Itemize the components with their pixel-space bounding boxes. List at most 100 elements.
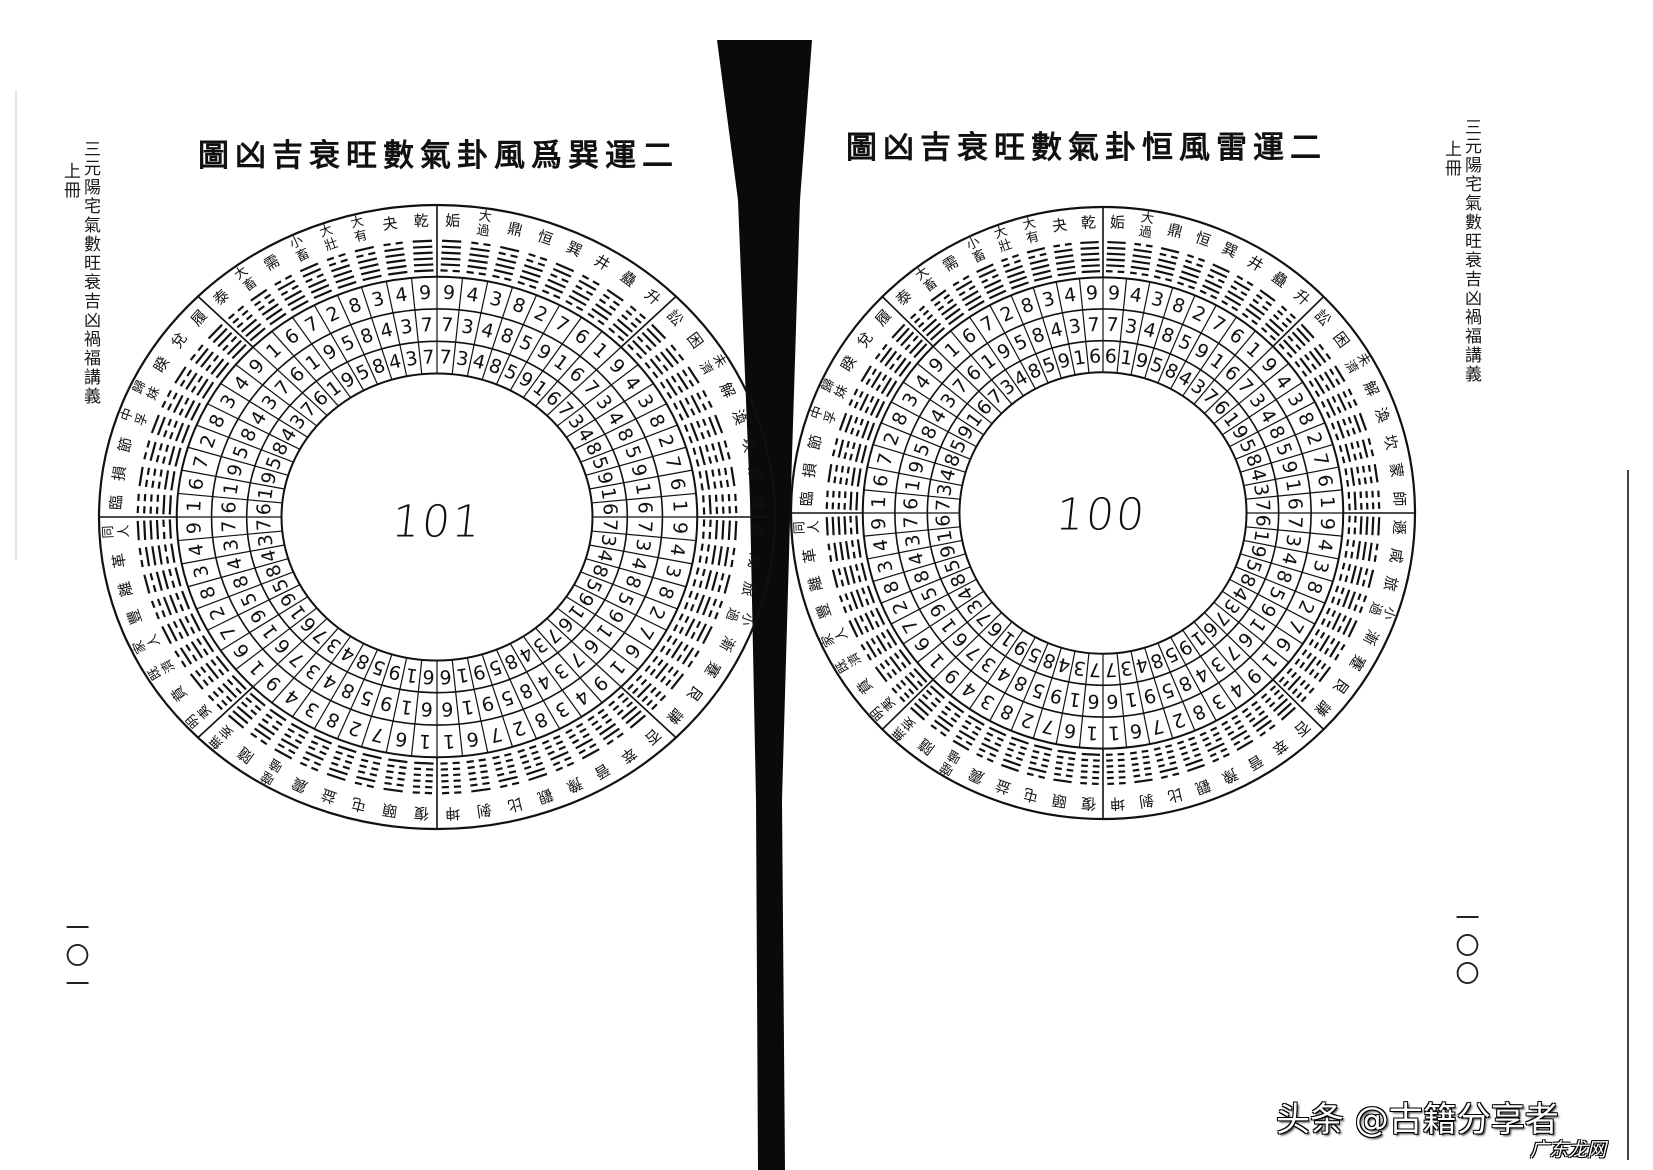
hexagram-name-char: 隨 bbox=[915, 735, 938, 758]
hexagram-yang-line bbox=[708, 416, 718, 436]
hexagram-yin-line bbox=[886, 641, 893, 649]
ring-digit-outer-ring: 4 bbox=[1128, 284, 1143, 308]
hexagram-yin-line bbox=[1335, 378, 1341, 386]
hexagram-yin-line bbox=[1194, 752, 1202, 758]
hexagram-yin-line bbox=[261, 718, 269, 724]
hexagram-yang-line bbox=[1313, 347, 1327, 364]
hexagram-yang-line bbox=[1054, 248, 1073, 254]
hexagram-yin-line bbox=[250, 732, 258, 739]
ring-digit-outer-ring: 9 bbox=[1316, 517, 1339, 530]
hexagram-yin-line bbox=[179, 603, 185, 612]
ring-digit-middle-ring: 1 bbox=[1281, 478, 1305, 493]
hexagram-name-char: 漸 bbox=[1360, 627, 1383, 648]
hexagram-yang-line bbox=[1268, 318, 1285, 333]
hexagram-name-char: 節 bbox=[115, 436, 136, 455]
hexagram-yin-line bbox=[541, 289, 550, 295]
ring-digit-outer-ring: 4 bbox=[1313, 538, 1337, 553]
ring-digit-middle-ring: 1 bbox=[977, 349, 1000, 374]
hexagram-yang-line bbox=[1371, 516, 1375, 536]
hexagram-yin-line bbox=[670, 344, 677, 352]
hexagram-name: 晉 bbox=[1244, 751, 1266, 774]
hexagram-name: 訟 bbox=[1311, 306, 1334, 329]
hexagram-yang-line bbox=[1308, 350, 1322, 367]
sector-divider-line bbox=[881, 296, 934, 347]
ring-digit-middle-ring: 7 bbox=[579, 376, 603, 400]
hexagram-yin-line bbox=[547, 750, 555, 756]
hexagram-yang-line bbox=[976, 263, 994, 274]
digit-cell-divider bbox=[1078, 278, 1090, 373]
hexagram-yin-line bbox=[700, 543, 704, 551]
hexagram-name-char: 革 bbox=[800, 547, 820, 564]
hexagram-yin-line bbox=[1289, 313, 1297, 320]
hexagram-yang-line bbox=[1336, 420, 1345, 439]
hexagram-yang-line bbox=[313, 289, 333, 300]
hexagram-yin-line bbox=[1344, 468, 1348, 476]
hexagram-yang-line bbox=[387, 264, 407, 270]
hexagram-yin-line bbox=[646, 699, 653, 707]
hexagram-yang-line bbox=[1130, 265, 1150, 271]
hexagram-yin-line bbox=[1330, 596, 1336, 604]
hexagram-yang-line bbox=[552, 267, 572, 278]
hexagram-yin-line bbox=[662, 364, 669, 372]
ring-digit-middle-ring: 7 bbox=[1087, 314, 1100, 337]
hexagram-yin-line bbox=[1227, 730, 1235, 736]
hexagram-name-char: 大 bbox=[1021, 216, 1037, 234]
ring-digit-middle-ring: 1 bbox=[549, 350, 572, 375]
hexagram-yang-line bbox=[884, 350, 898, 367]
hexagram-name-char: 蒙 bbox=[745, 465, 765, 482]
hexagram-yin-line bbox=[918, 305, 926, 312]
hexagram-yin-line bbox=[939, 731, 947, 737]
hexagram-name-char: 蒙 bbox=[1386, 462, 1406, 479]
hexagram-yin-line bbox=[1188, 285, 1196, 290]
hexagram-yin-line bbox=[1311, 363, 1317, 371]
digit-cell-divider bbox=[916, 601, 993, 663]
ring-digit-middle-ring: 3 bbox=[460, 315, 475, 339]
hexagram-name: 師 bbox=[1390, 491, 1409, 507]
hexagram-yin-line bbox=[840, 465, 845, 473]
hexagram-yang-line bbox=[1331, 612, 1342, 631]
hexagram-yang-line bbox=[232, 710, 249, 725]
digit-cell-divider bbox=[495, 294, 538, 385]
hexagram-yin-line bbox=[1165, 278, 1173, 282]
ring-digit-middle-ring: 3 bbox=[1281, 533, 1305, 548]
hexagram-yang-line bbox=[646, 327, 662, 344]
hexagram-yang-line bbox=[717, 441, 725, 461]
hexagram-yin-line bbox=[288, 748, 296, 755]
hexagram-name-char: 渙 bbox=[728, 407, 750, 427]
hexagram-yin-line bbox=[544, 745, 553, 751]
hexagram-name: 未濟 bbox=[696, 352, 729, 378]
left-page-number: 一〇一 bbox=[61, 915, 89, 999]
ring-digit-middle-ring: 3 bbox=[1067, 315, 1082, 339]
ring-digit-outer-ring: 2 bbox=[346, 716, 365, 741]
hexagram-yin-line bbox=[254, 704, 262, 712]
digit-cell-divider bbox=[509, 304, 561, 391]
hexagram-yin-line bbox=[869, 610, 875, 618]
hexagram-yin-line bbox=[913, 317, 921, 324]
hexagram-yang-line bbox=[1367, 569, 1375, 588]
hexagram-yin-line bbox=[466, 760, 474, 764]
hexagram-yin-line bbox=[886, 672, 893, 679]
hexagram-yin-line bbox=[1353, 604, 1358, 612]
hexagram-yin-line bbox=[1304, 683, 1311, 690]
hexagram-yang-line bbox=[859, 393, 870, 411]
hexagram-name-char: 解 bbox=[716, 380, 739, 401]
hexagram-name-char: 蠱 bbox=[1268, 268, 1291, 291]
hexagram-yang-line bbox=[1204, 279, 1223, 289]
hexagram-yin-line bbox=[933, 300, 941, 307]
hexagram-yin-line bbox=[168, 431, 174, 440]
digit-cell-divider bbox=[863, 526, 961, 537]
hexagram-yang-line bbox=[236, 705, 253, 720]
hexagram-yin-line bbox=[553, 294, 561, 300]
hexagram-yang-line bbox=[308, 278, 327, 289]
digit-cell-divider bbox=[872, 553, 966, 582]
hexagram-yin-line bbox=[958, 291, 966, 297]
hexagram-yin-line bbox=[1330, 422, 1336, 430]
hexagram-yin-line bbox=[338, 252, 346, 258]
hexagram-yang-line bbox=[265, 307, 283, 321]
hexagram-yin-line bbox=[1340, 643, 1346, 651]
hexagram-yin-line bbox=[480, 770, 488, 774]
hexagram-yin-line bbox=[1361, 579, 1366, 587]
hexagram-name: 巽 bbox=[564, 238, 585, 261]
hexagram-name: 大有 bbox=[349, 214, 369, 246]
digit-cell-divider bbox=[1130, 650, 1151, 745]
